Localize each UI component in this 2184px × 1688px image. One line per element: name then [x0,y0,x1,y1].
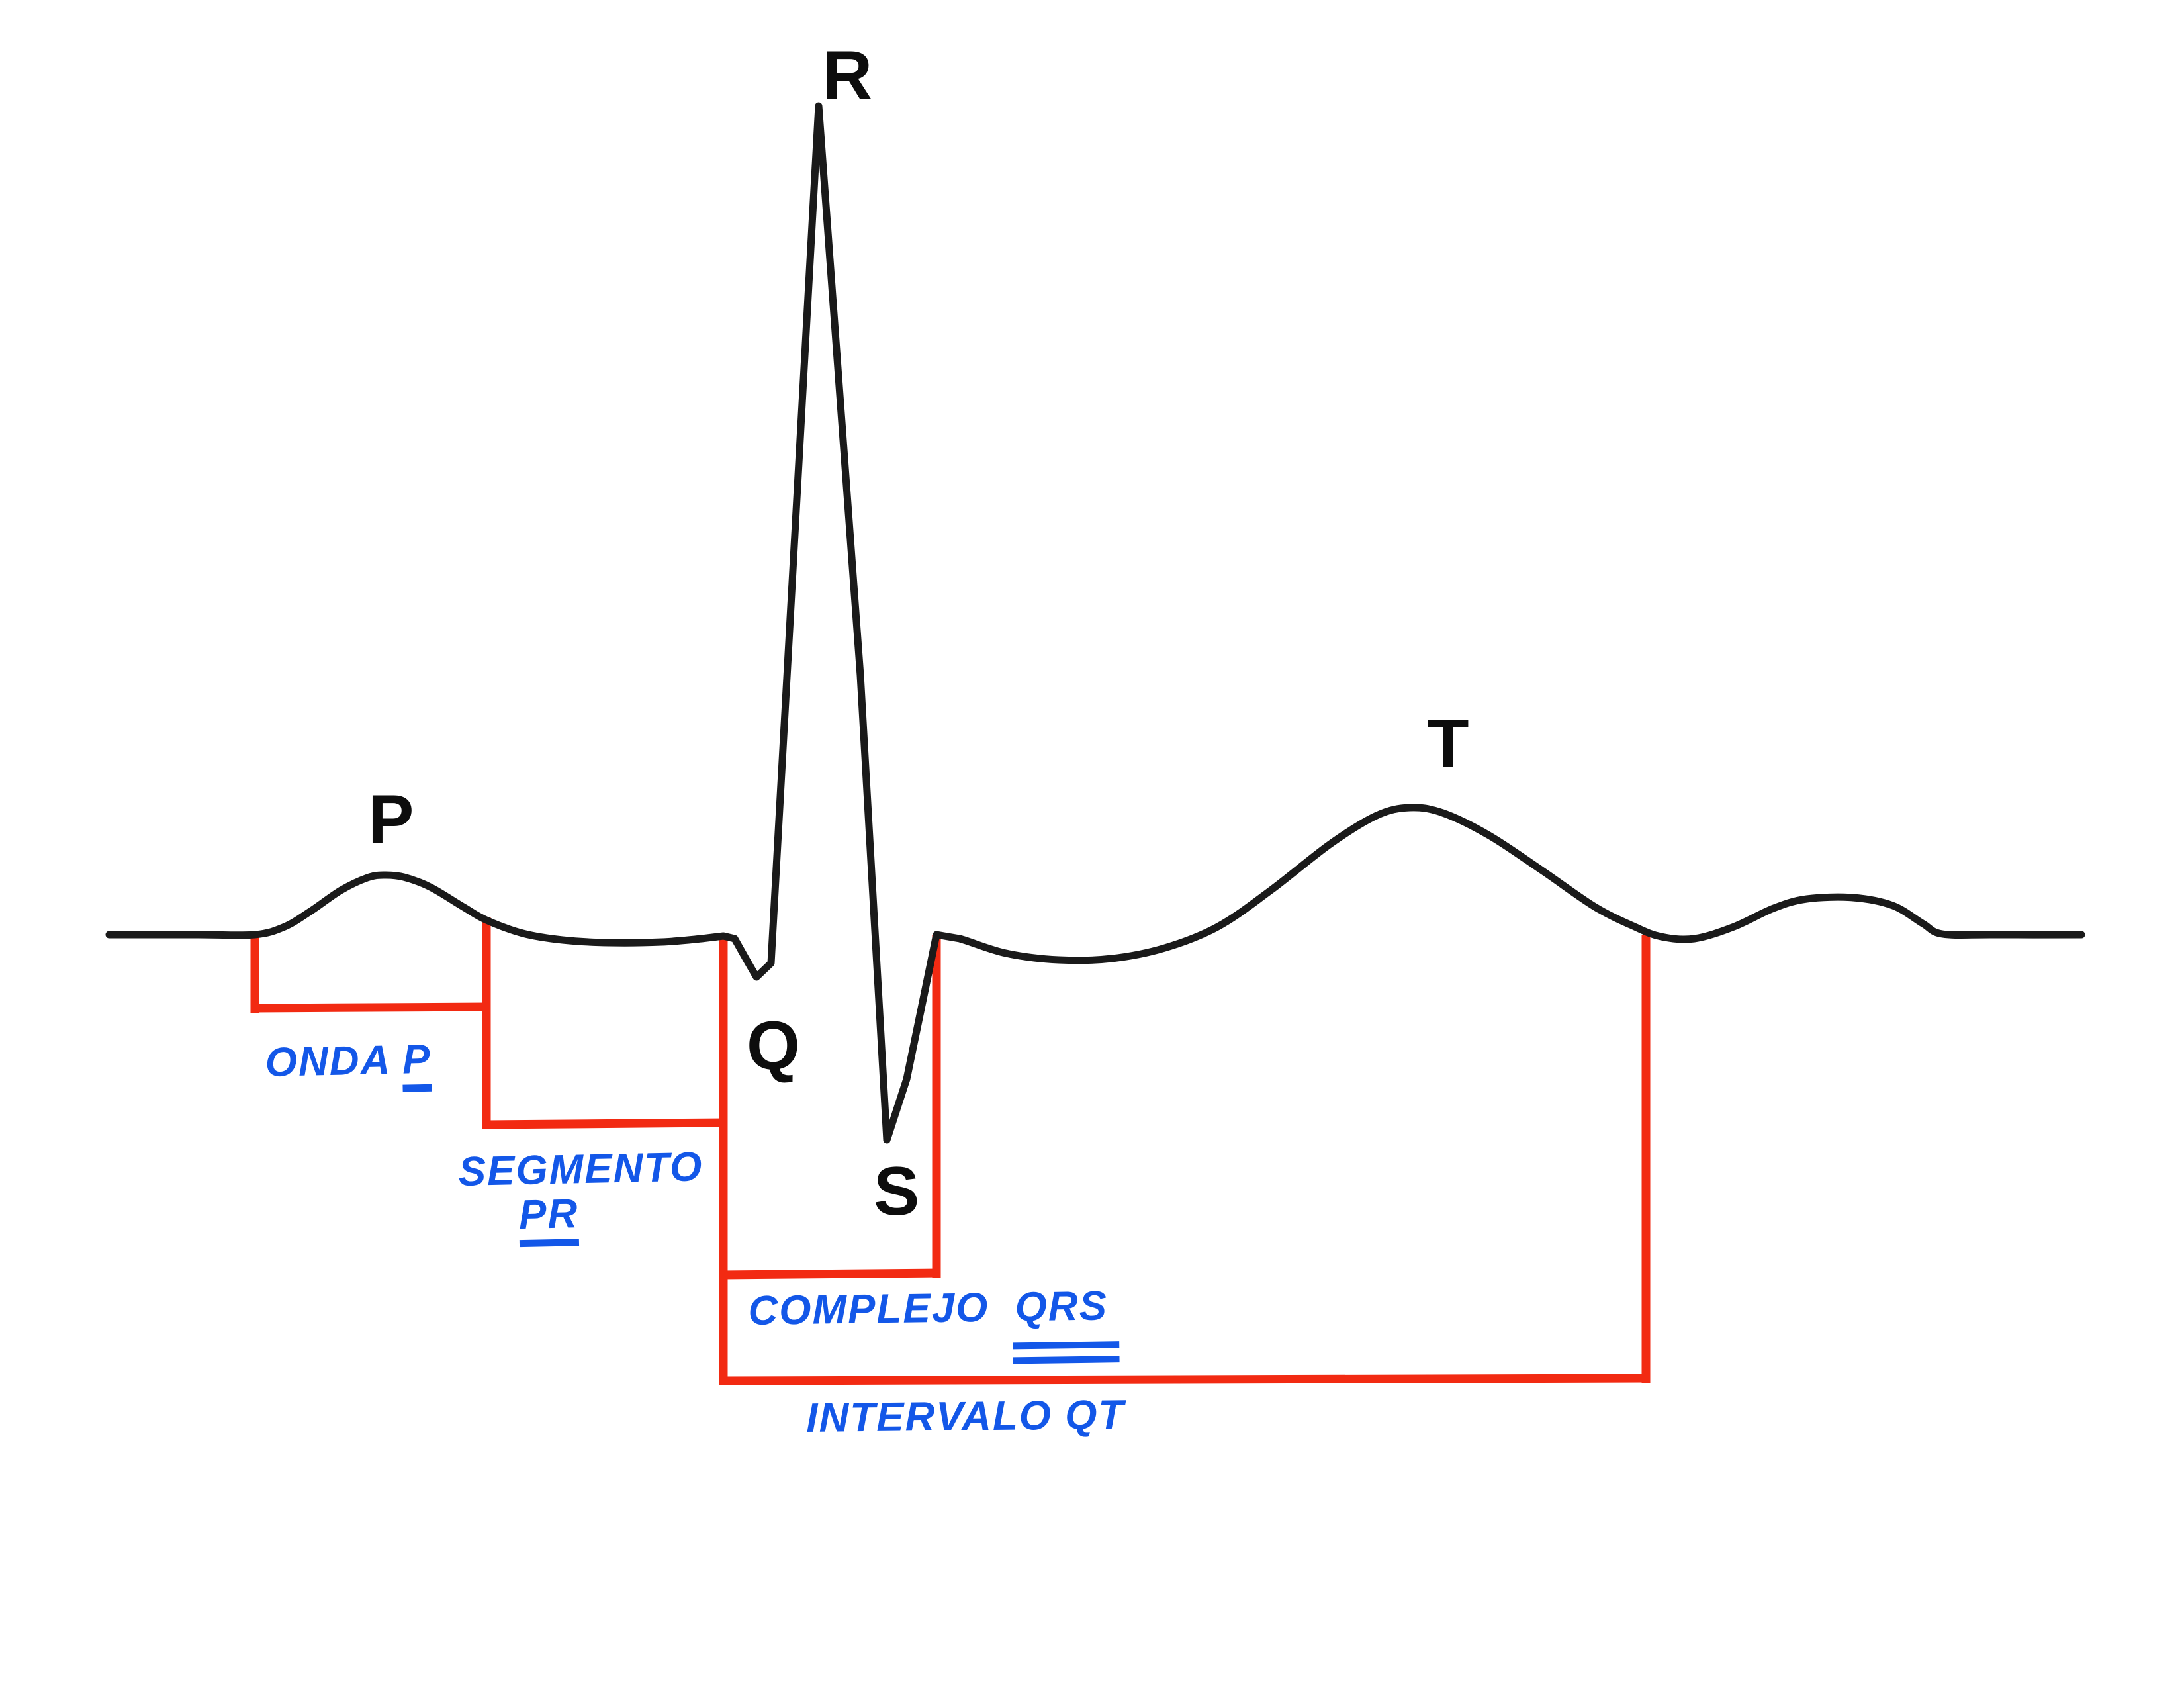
ecg-trace [105,102,2085,1144]
annotation-complejo-qrs-text: COMPLEJO [747,1284,1003,1334]
annotation-label-onda-p: ONDA P [264,1036,432,1092]
annotation-brackets [250,917,1651,1385]
wave-letter-p: P [368,781,414,858]
annotation-label-complejo-qrs: COMPLEJO QRS [747,1283,1108,1336]
bracket-intervalo-qt [719,935,1651,1385]
bracket-complejo-qrs [719,935,941,1280]
wave-letter-r: R [823,37,873,114]
wave-letter-q: Q [747,1008,800,1084]
annotation-complejo-qrs-underlined: QRS [1015,1283,1108,1332]
wave-letter-s: S [874,1153,920,1230]
annotation-onda-p-text: ONDA [264,1037,403,1086]
ecg-trace-path [105,102,2085,1144]
annotation-segmento-pr-line2: PR [518,1191,580,1247]
annotation-onda-p-underlined: P [402,1036,432,1092]
annotation-intervalo-qt-text: INTERVALO QT [805,1391,1125,1441]
wave-letter-t: T [1427,706,1469,782]
bracket-onda-p [250,917,491,1013]
annotation-segmento-pr-line1: SEGMENTO [457,1144,704,1195]
annotation-label-intervalo-qt: INTERVALO QT [805,1391,1125,1441]
bracket-segmento-pr [482,936,728,1129]
